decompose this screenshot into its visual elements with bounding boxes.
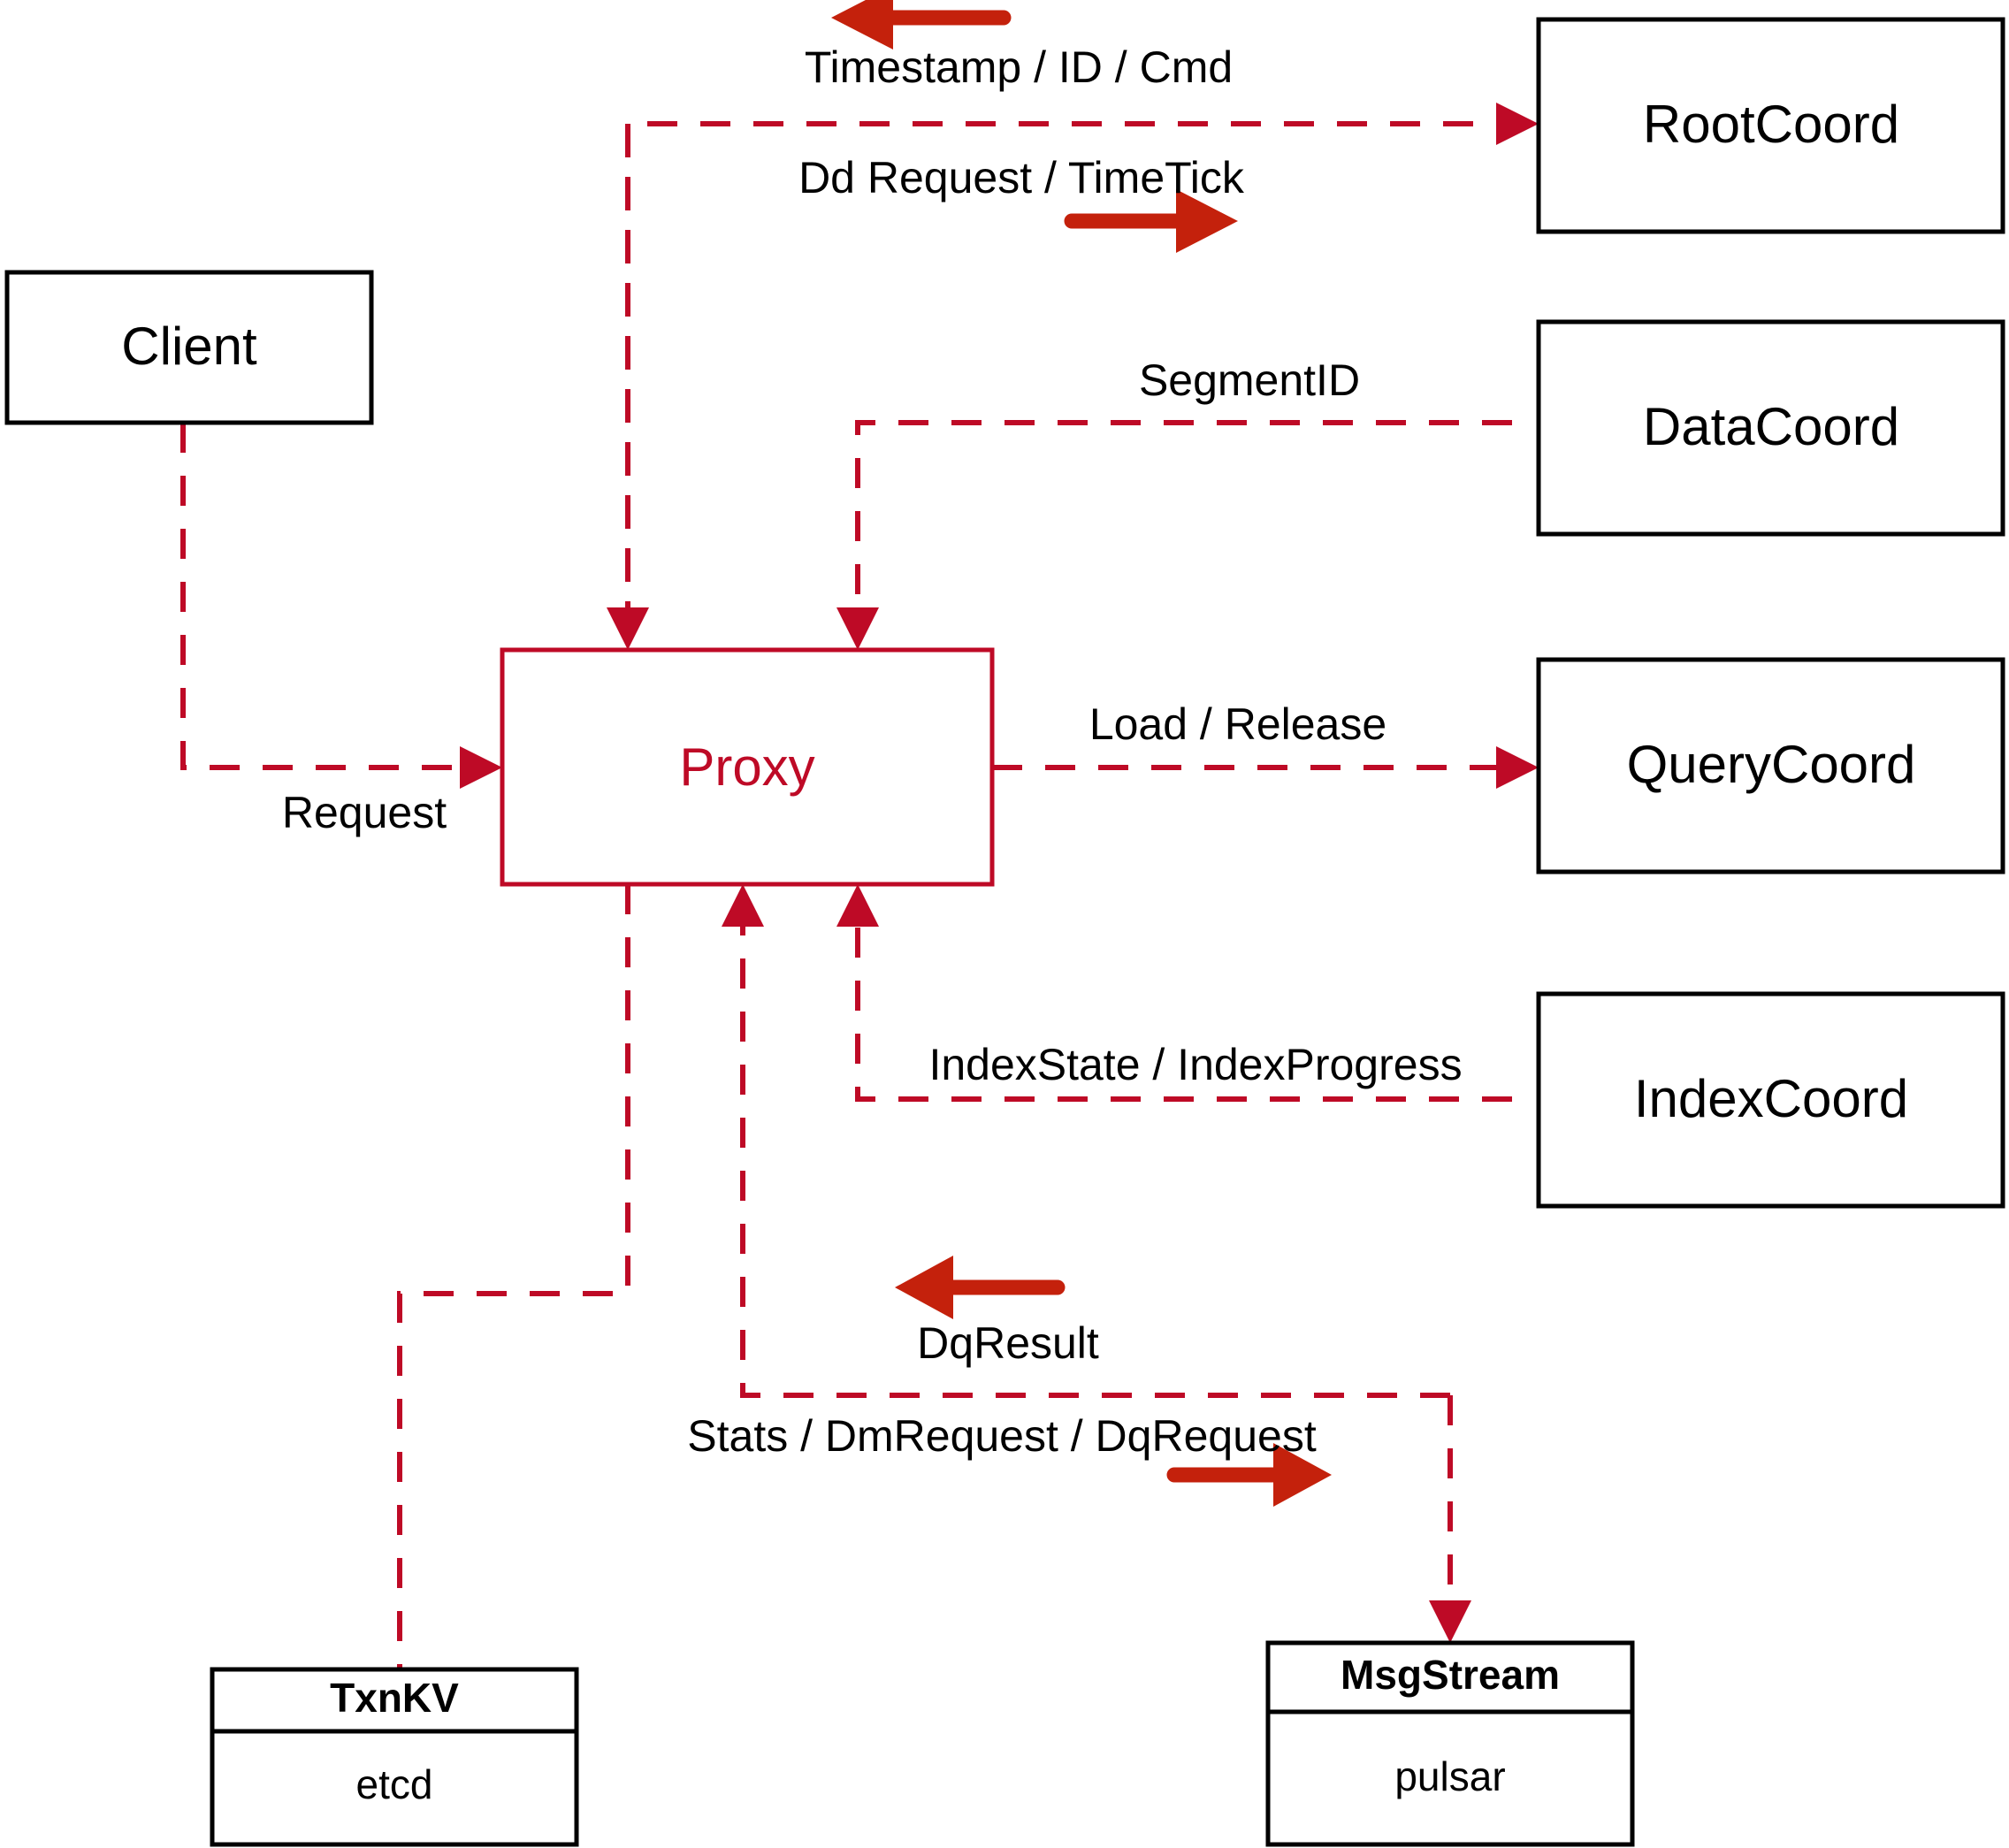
node-proxy-box[interactable] (500, 647, 995, 887)
node-txnkv-impl: etcd (356, 1761, 433, 1807)
node-querycoord[interactable]: QueryCoord (1536, 657, 2005, 874)
edge-msgstream-to-proxy (722, 884, 1450, 1398)
edge-path-datacoord-to-proxy (855, 420, 1512, 623)
arrowhead-into-rootcoord (1496, 103, 1539, 145)
node-txnkv-box[interactable] (210, 1667, 579, 1847)
direction-arrow-stats-right (1166, 1443, 1332, 1507)
node-msgstream-title: MsgStream (1341, 1652, 1560, 1698)
node-msgstream-impl: pulsar (1394, 1753, 1505, 1799)
edge-proxy-to-msgstream (1429, 1395, 1471, 1643)
arrowhead-into-proxy-bottom-left (722, 884, 764, 927)
arrowhead-into-proxy-top-right (836, 607, 879, 650)
arrowhead-into-querycoord (1496, 746, 1539, 789)
edge-datacoord-to-proxy (836, 420, 1512, 650)
edge-proxy-to-txnkv (397, 884, 630, 1669)
edge-path-client-to-proxy (180, 423, 476, 770)
direction-arrow-dqresult-left (895, 1256, 1066, 1319)
direction-arrow-timestamp-left (831, 0, 1012, 50)
node-msgstream-box[interactable] (1265, 1640, 1635, 1847)
node-txnkv[interactable]: TxnKV etcd (210, 1667, 579, 1847)
node-querycoord-box[interactable] (1536, 657, 2005, 874)
node-client-box[interactable] (4, 270, 374, 425)
direction-arrow-ddrequest-right (1064, 189, 1238, 253)
edge-label-load-release: Load / Release (1089, 699, 1386, 749)
node-indexcoord-box[interactable] (1536, 991, 2005, 1209)
node-indexcoord[interactable]: IndexCoord (1536, 991, 2005, 1209)
edge-label-request: Request (282, 788, 447, 837)
edge-rootcoord-to-proxy (607, 124, 649, 650)
node-client[interactable]: Client (4, 270, 374, 425)
node-datacoord-label: DataCoord (1643, 397, 1899, 456)
arrowhead-into-proxy-bottom-right (836, 884, 879, 927)
node-datacoord-box[interactable] (1536, 319, 2005, 537)
edge-label-segmentid: SegmentID (1139, 355, 1360, 405)
node-indexcoord-label: IndexCoord (1634, 1069, 1908, 1128)
edge-label-stats-dmrequest-dqrequest: Stats / DmRequest / DqRequest (687, 1411, 1317, 1461)
node-txnkv-title: TxnKV (330, 1675, 459, 1721)
edge-indexcoord-to-proxy (836, 884, 1512, 1102)
node-datacoord[interactable]: DataCoord (1536, 319, 2005, 537)
edge-path-msgstream-to-proxy (740, 911, 1450, 1398)
edge-label-timestamp-id-cmd: Timestamp / ID / Cmd (805, 42, 1233, 92)
edge-proxy-to-querycoord (992, 746, 1539, 789)
node-rootcoord-label: RootCoord (1643, 95, 1899, 154)
edge-path-indexcoord-to-proxy (855, 911, 1512, 1102)
edge-label-indexstate-indexprogress: IndexState / IndexProgress (928, 1040, 1462, 1089)
node-querycoord-label: QueryCoord (1627, 735, 1916, 794)
edge-label-dqresult: DqResult (917, 1318, 1099, 1368)
edge-client-to-proxy (180, 423, 502, 789)
edge-label-dd-request-timetick: Dd Request / TimeTick (798, 153, 1245, 202)
node-proxy-label: Proxy (679, 737, 814, 797)
arrowhead-into-proxy-top-left (607, 607, 649, 650)
node-rootcoord[interactable]: RootCoord (1536, 17, 2005, 234)
node-client-label: Client (121, 317, 257, 376)
arrowhead-into-proxy-left (460, 746, 502, 789)
node-msgstream[interactable]: MsgStream pulsar (1265, 1640, 1635, 1847)
node-rootcoord-box[interactable] (1536, 17, 2005, 234)
edge-path-proxy-to-txnkv (397, 884, 630, 1669)
arrowhead-into-msgstream (1429, 1600, 1471, 1643)
node-proxy[interactable]: Proxy (500, 647, 995, 887)
